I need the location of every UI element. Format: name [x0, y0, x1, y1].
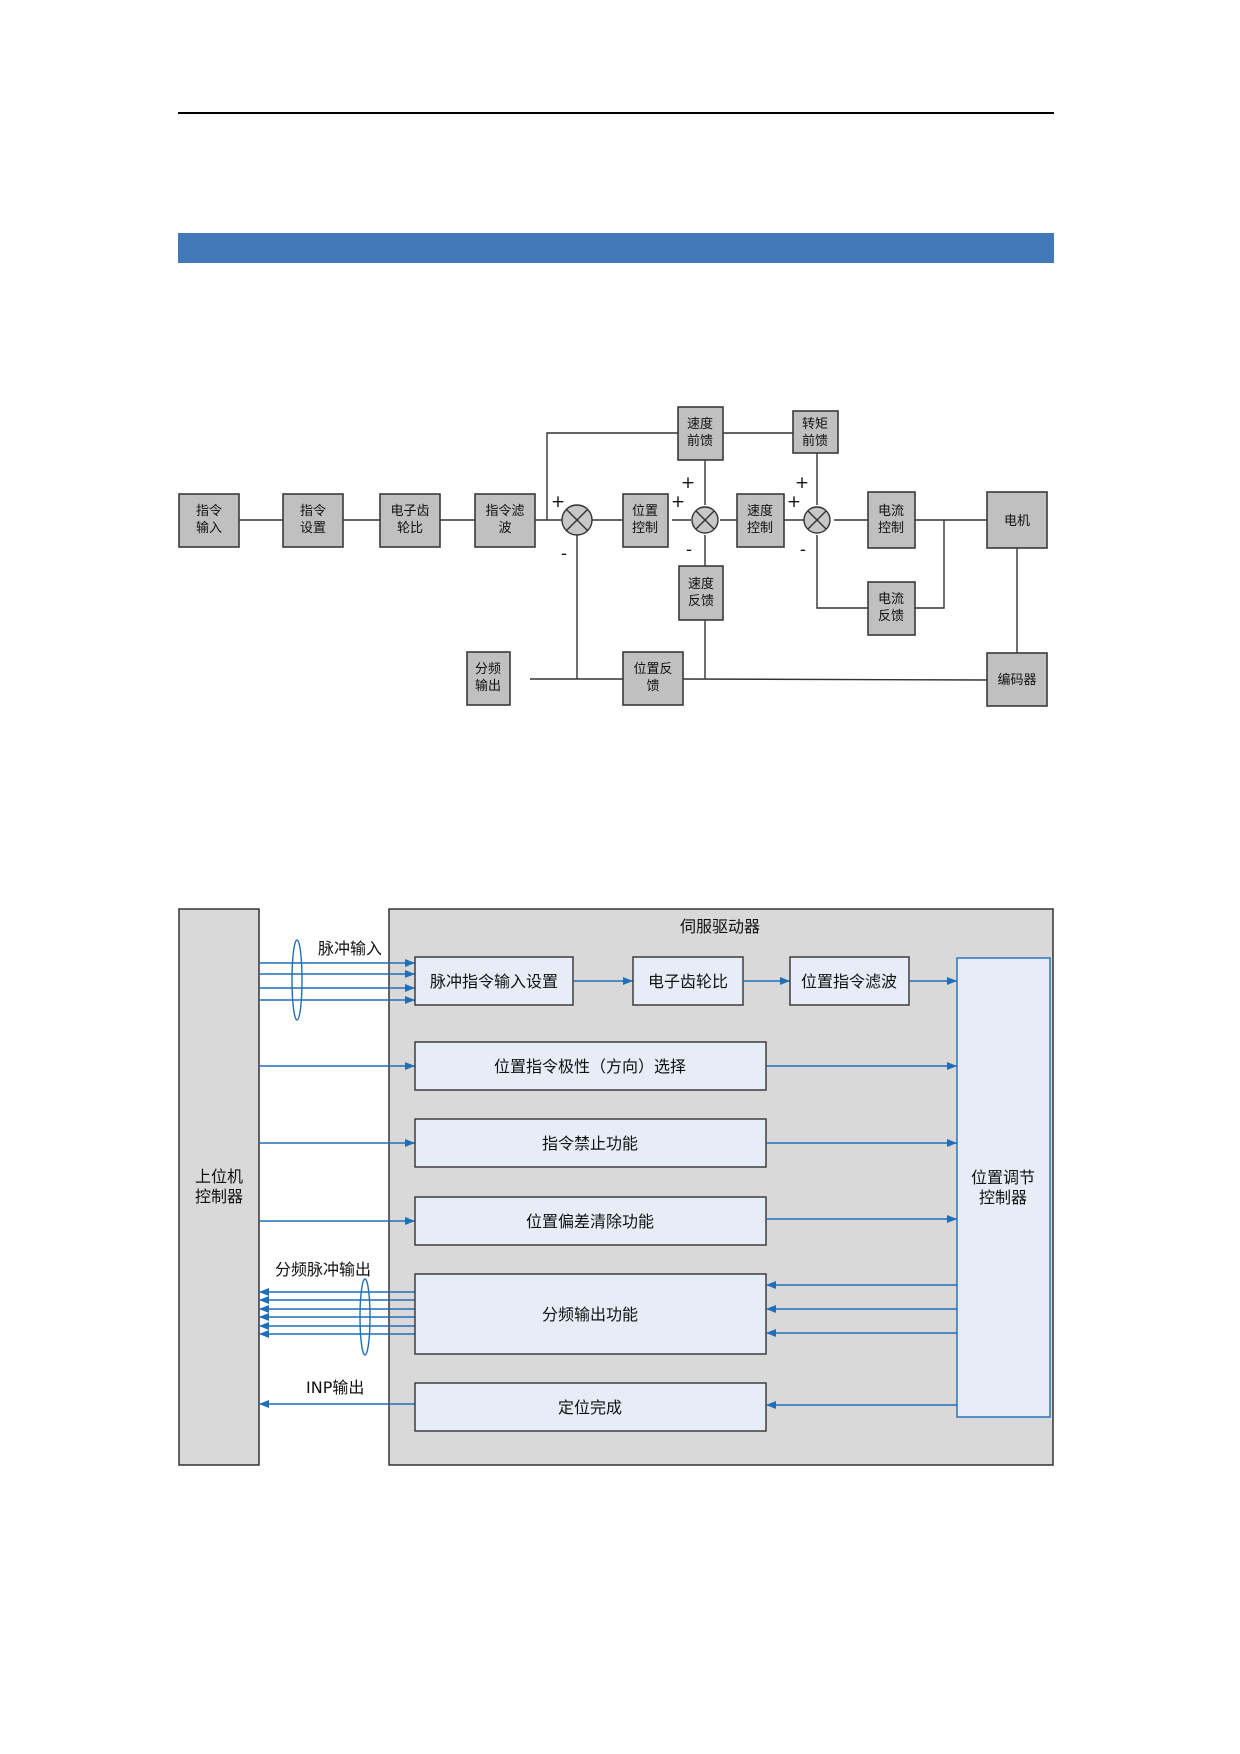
block-command-filter: 指令滤 波 — [474, 493, 536, 548]
minus-sign: - — [800, 540, 806, 560]
svg-text:位置指令极性（方向）选择: 位置指令极性（方向）选择 — [494, 1057, 686, 1076]
block-speed-feedback: 速度 反馈 — [678, 565, 724, 621]
svg-text:位置偏差清除功能: 位置偏差清除功能 — [526, 1212, 654, 1231]
command-inhibit-block: 指令禁止功能 — [414, 1118, 767, 1168]
svg-text:反馈: 反馈 — [878, 609, 904, 624]
block-torque-feedforward: 转矩 前馈 — [792, 410, 839, 454]
svg-text:位置指令滤波: 位置指令滤波 — [801, 972, 897, 991]
svg-text:分频: 分频 — [475, 662, 501, 677]
svg-text:控制: 控制 — [747, 521, 773, 536]
svg-text:输出: 输出 — [475, 678, 501, 694]
svg-text:反馈: 反馈 — [688, 594, 714, 609]
divided-pulse-output-label: 分频脉冲输出 — [275, 1260, 371, 1279]
minus-sign: - — [686, 540, 692, 560]
svg-text:控制: 控制 — [878, 521, 904, 536]
pulse-input-lines — [259, 939, 415, 1021]
block-current-control: 电流 控制 — [867, 491, 916, 549]
signal-lines — [239, 432, 1018, 681]
plus-sign: + — [671, 492, 685, 512]
svg-text:控制: 控制 — [632, 521, 658, 536]
svg-text:脉冲指令输入设置: 脉冲指令输入设置 — [430, 972, 558, 991]
svg-text:控制器: 控制器 — [979, 1188, 1027, 1207]
svg-text:波: 波 — [498, 521, 511, 536]
svg-text:定位完成: 定位完成 — [558, 1398, 622, 1417]
block-encoder: 编码器 — [986, 652, 1048, 707]
svg-text:速度: 速度 — [688, 576, 714, 592]
svg-text:编码器: 编码器 — [997, 673, 1036, 688]
svg-text:前馈: 前馈 — [802, 433, 828, 449]
svg-text:上位机: 上位机 — [195, 1167, 243, 1186]
block-divided-output: 分频 输出 — [466, 651, 511, 706]
polarity-select-block: 位置指令极性（方向）选择 — [414, 1041, 767, 1091]
block-current-feedback: 电流 反馈 — [867, 581, 916, 636]
host-controller-block: 上位机 控制器 — [178, 908, 260, 1466]
block-position-feedback: 位置反 馈 — [622, 651, 684, 706]
plus-sign: + — [681, 473, 695, 493]
block-motor: 电机 — [986, 491, 1048, 549]
svg-text:指令: 指令 — [196, 504, 222, 519]
block-speed-feedforward: 速度 前馈 — [677, 406, 724, 461]
speed-summing-junction — [691, 506, 719, 534]
block-command-setting: 指令 设置 — [282, 493, 344, 548]
svg-text:指令: 指令 — [300, 504, 326, 519]
svg-text:馈: 馈 — [646, 679, 659, 694]
divided-pulse-output-lines — [259, 1278, 415, 1356]
plus-sign: + — [787, 492, 801, 512]
divided-output-function-block: 分频输出功能 — [414, 1273, 767, 1355]
svg-text:指令滤: 指令滤 — [485, 504, 524, 519]
pulse-input-label: 脉冲输入 — [318, 939, 382, 958]
svg-text:速度: 速度 — [747, 503, 773, 519]
svg-text:电流: 电流 — [878, 504, 904, 519]
svg-text:设置: 设置 — [300, 521, 326, 536]
positioning-complete-block: 定位完成 — [414, 1382, 767, 1432]
plus-sign: + — [551, 492, 565, 512]
servo-drive-title: 伺服驱动器 — [680, 917, 760, 936]
svg-text:输入: 输入 — [196, 520, 222, 536]
electronic-gear-block: 电子齿轮比 — [632, 956, 744, 1006]
svg-text:位置反: 位置反 — [633, 662, 672, 677]
minus-sign: - — [561, 544, 567, 564]
header-rule — [178, 112, 1054, 114]
svg-text:转矩: 转矩 — [802, 417, 828, 432]
current-summing-junction — [803, 506, 831, 534]
svg-text:指令禁止功能: 指令禁止功能 — [542, 1134, 638, 1153]
svg-text:位置: 位置 — [632, 504, 658, 519]
svg-text:速度: 速度 — [687, 416, 713, 432]
position-controller-block: 位置调节 控制器 — [956, 957, 1051, 1418]
svg-text:分频输出功能: 分频输出功能 — [542, 1305, 638, 1324]
block-command-input: 指令 输入 — [178, 493, 240, 548]
inp-output-label: INP输出 — [306, 1378, 364, 1397]
svg-text:电子齿轮比: 电子齿轮比 — [648, 972, 728, 991]
plus-sign: + — [795, 473, 809, 493]
pulse-command-setting-block: 脉冲指令输入设置 — [414, 956, 574, 1006]
svg-text:控制器: 控制器 — [195, 1187, 243, 1206]
position-summing-junction — [561, 504, 593, 536]
svg-text:电子齿: 电子齿 — [390, 504, 429, 519]
block-speed-control: 速度 控制 — [736, 493, 785, 548]
position-command-filter-block: 位置指令滤波 — [789, 956, 910, 1006]
svg-text:位置调节: 位置调节 — [971, 1168, 1035, 1187]
block-position-control: 位置 控制 — [622, 493, 669, 548]
deviation-clear-block: 位置偏差清除功能 — [414, 1196, 767, 1246]
block-electronic-gear: 电子齿 轮比 — [379, 493, 441, 548]
svg-text:电流: 电流 — [878, 592, 904, 607]
svg-text:电机: 电机 — [1004, 514, 1030, 529]
section-title-bar — [178, 233, 1054, 263]
svg-text:轮比: 轮比 — [397, 521, 423, 536]
svg-text:前馈: 前馈 — [687, 433, 713, 449]
